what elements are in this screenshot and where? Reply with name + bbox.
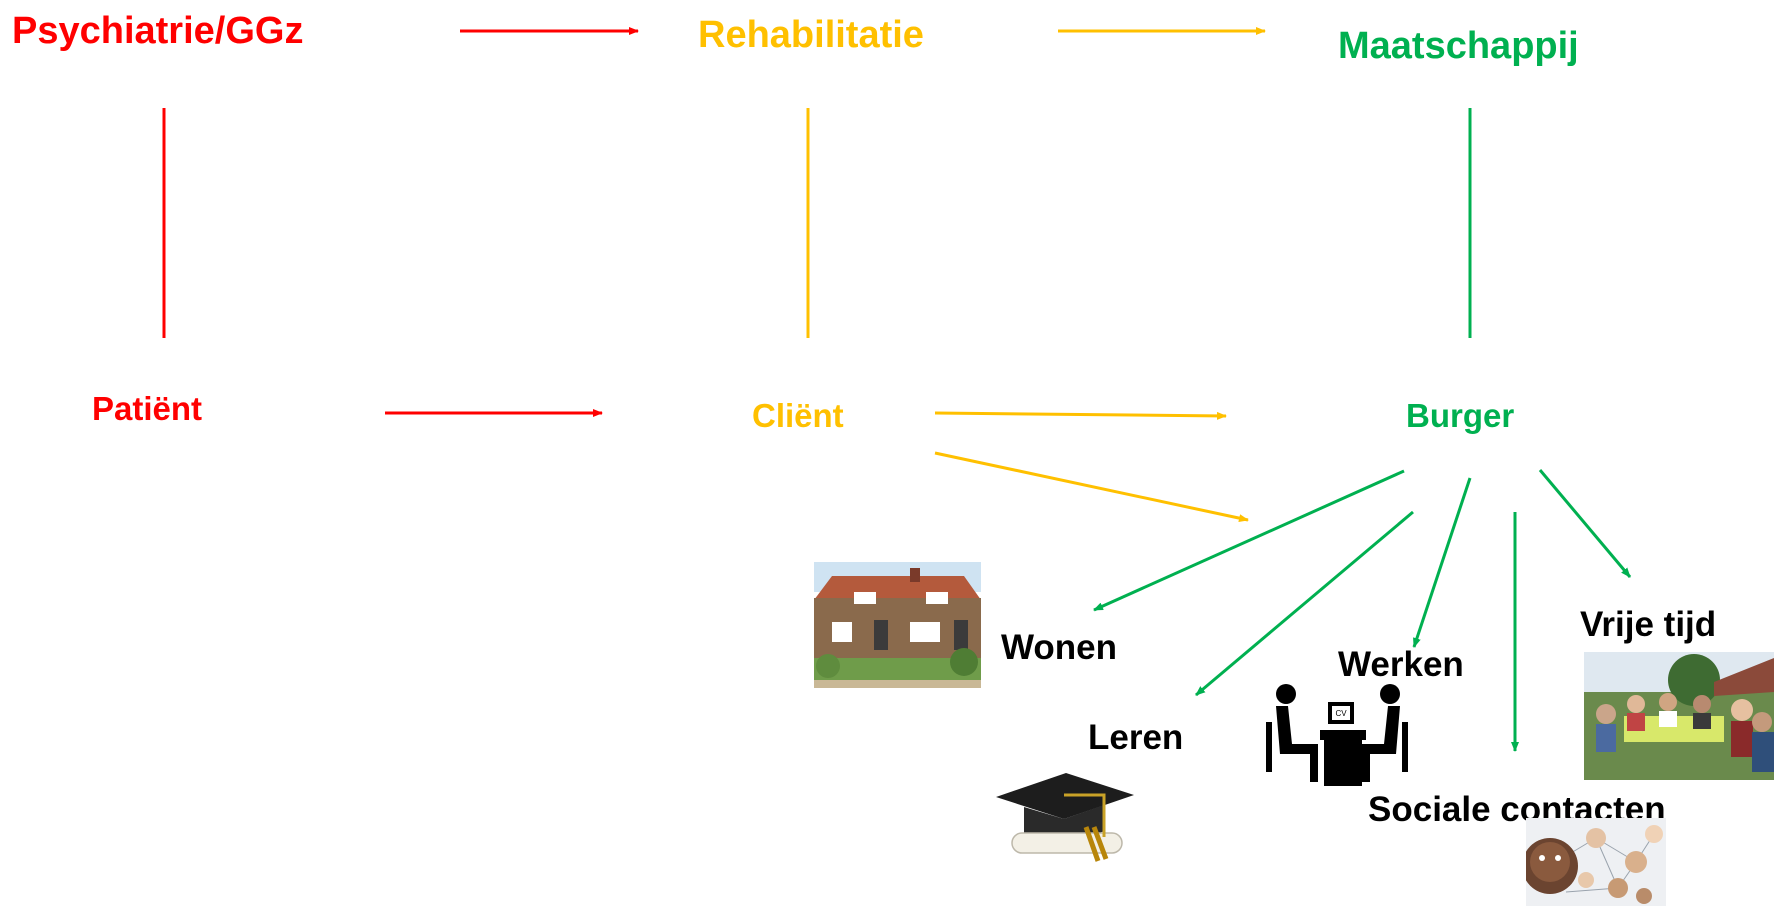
label-maatschappij: Maatschappij — [1338, 25, 1579, 67]
label-leren: Leren — [1088, 718, 1184, 757]
label-patient: Patiënt — [92, 390, 203, 427]
arrow-client-to-domains — [934, 451, 1249, 523]
label-vrije-tijd: Vrije tijd — [1580, 605, 1717, 644]
arrow-burger-to-vrije-tijd — [1538, 469, 1632, 578]
outdoor-gathering-photo — [1584, 652, 1774, 780]
label-rehabilitatie: Rehabilitatie — [698, 14, 924, 56]
house-photo — [814, 562, 981, 688]
label-burger: Burger — [1406, 397, 1515, 434]
arrow-burger-to-leren — [1195, 510, 1414, 697]
label-werken: Werken — [1338, 645, 1464, 684]
arrow-burger-to-werken — [1412, 477, 1472, 648]
label-psychiatrie-ggz: Psychiatrie/GGz — [12, 10, 304, 52]
social-network-photo — [1526, 818, 1666, 906]
label-client: Cliënt — [752, 397, 844, 434]
label-wonen: Wonen — [1001, 628, 1118, 667]
arrow-client-to-burger — [934, 411, 1227, 420]
job-interview-icon: CV — [1262, 682, 1408, 788]
arrow-burger-to-wonen — [1093, 469, 1405, 612]
graduation-cap-icon — [986, 755, 1136, 865]
interview-sign-text: CV — [1335, 709, 1347, 718]
